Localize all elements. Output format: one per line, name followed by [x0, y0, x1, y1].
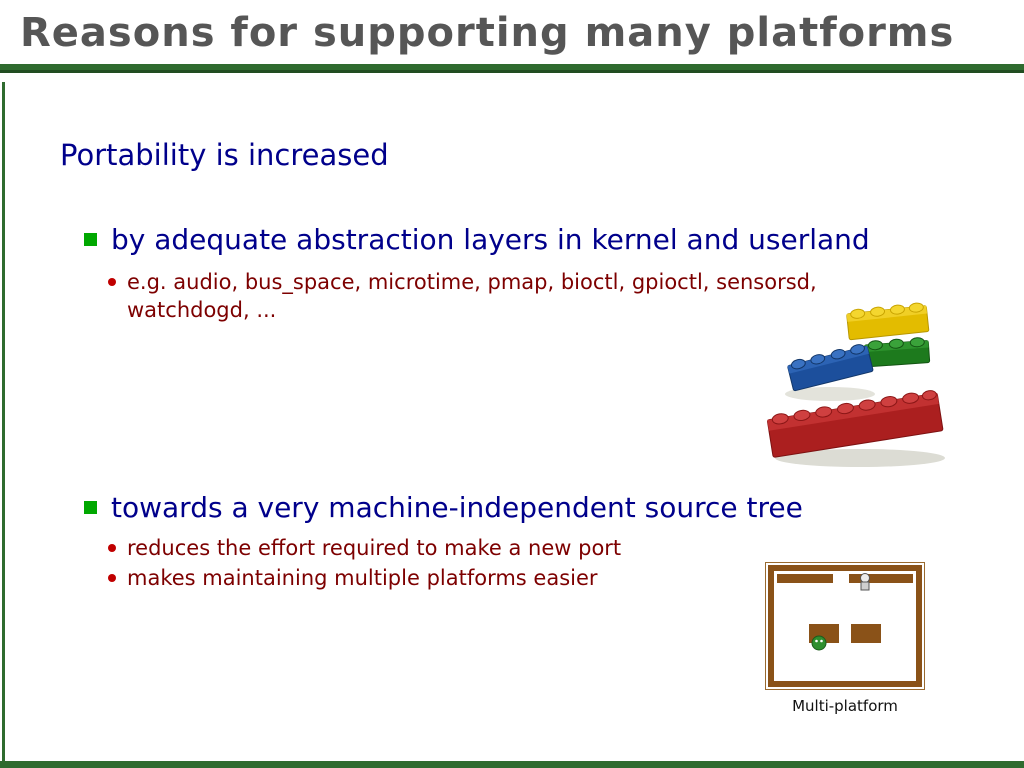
- sub-bullet-item-new-port: reduces the effort required to make a ne…: [108, 534, 908, 562]
- square-bullet-icon: [84, 233, 97, 246]
- room-outer-border: [765, 562, 925, 690]
- room-top-platform: [849, 574, 913, 583]
- multi-platform-game-image: [765, 562, 925, 690]
- square-bullet-icon: [84, 501, 97, 514]
- lego-shadow: [775, 449, 945, 467]
- character-sprite: [860, 573, 870, 591]
- sub-bullet-text: reduces the effort required to make a ne…: [127, 536, 622, 560]
- section-heading: Portability is increased: [60, 138, 389, 172]
- image-caption: Multi-platform: [792, 697, 898, 715]
- bullet-item-abstraction: by adequate abstraction layers in kernel…: [84, 222, 964, 257]
- lego-shadow: [785, 387, 875, 401]
- dot-bullet-icon: [108, 544, 116, 552]
- dot-bullet-icon: [108, 278, 116, 286]
- green-creature-sprite: [811, 635, 827, 651]
- blue-lego-brick: [787, 344, 874, 392]
- title-divider: [0, 64, 1024, 73]
- red-lego-brick: [767, 390, 944, 458]
- room-top-platform: [777, 574, 833, 583]
- dot-bullet-icon: [108, 574, 116, 582]
- bullet-text: by adequate abstraction layers in kernel…: [111, 223, 870, 256]
- yellow-lego-brick: [846, 302, 930, 341]
- bullet-text: towards a very machine-independent sourc…: [111, 491, 803, 524]
- bottom-border-rule: [0, 761, 1024, 768]
- left-border-rule: [2, 82, 5, 768]
- sub-bullet-text: e.g. audio, bus_space, microtime, pmap, …: [127, 270, 817, 323]
- room-frame: [768, 565, 922, 687]
- page-title: Reasons for supporting many platforms: [20, 10, 955, 56]
- bullet-item-source-tree: towards a very machine-independent sourc…: [84, 490, 964, 525]
- sub-bullet-text: makes maintaining multiple platforms eas…: [127, 566, 598, 590]
- room-block-right: [851, 624, 881, 643]
- green-lego-brick: [863, 337, 931, 368]
- sub-bullet-item-examples: e.g. audio, bus_space, microtime, pmap, …: [108, 268, 908, 325]
- sub-bullet-item-maintaining: makes maintaining multiple platforms eas…: [108, 564, 908, 592]
- lego-bricks-image: [767, 302, 945, 467]
